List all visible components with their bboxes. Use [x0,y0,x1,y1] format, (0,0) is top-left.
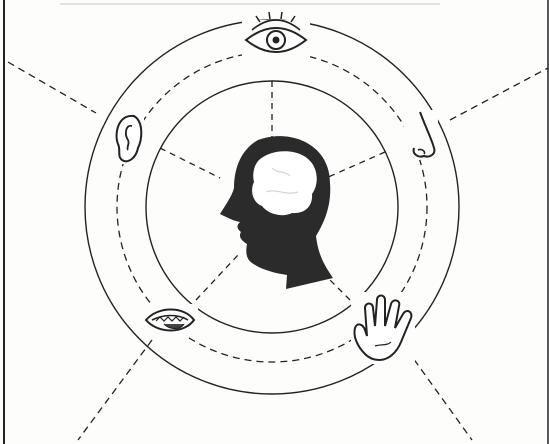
ear-icon [112,112,144,164]
hand-icon [351,292,415,364]
nose-icon [404,110,438,160]
mouth-icon [142,304,198,336]
human-head-brain-icon [220,136,333,289]
eye-icon [242,12,310,60]
brain-shape [252,151,317,215]
